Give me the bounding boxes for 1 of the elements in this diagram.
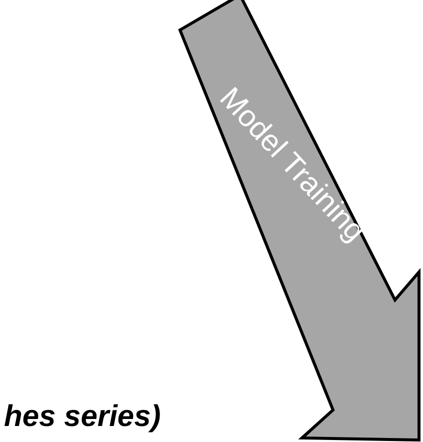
caption-text: hes series) <box>4 400 161 434</box>
